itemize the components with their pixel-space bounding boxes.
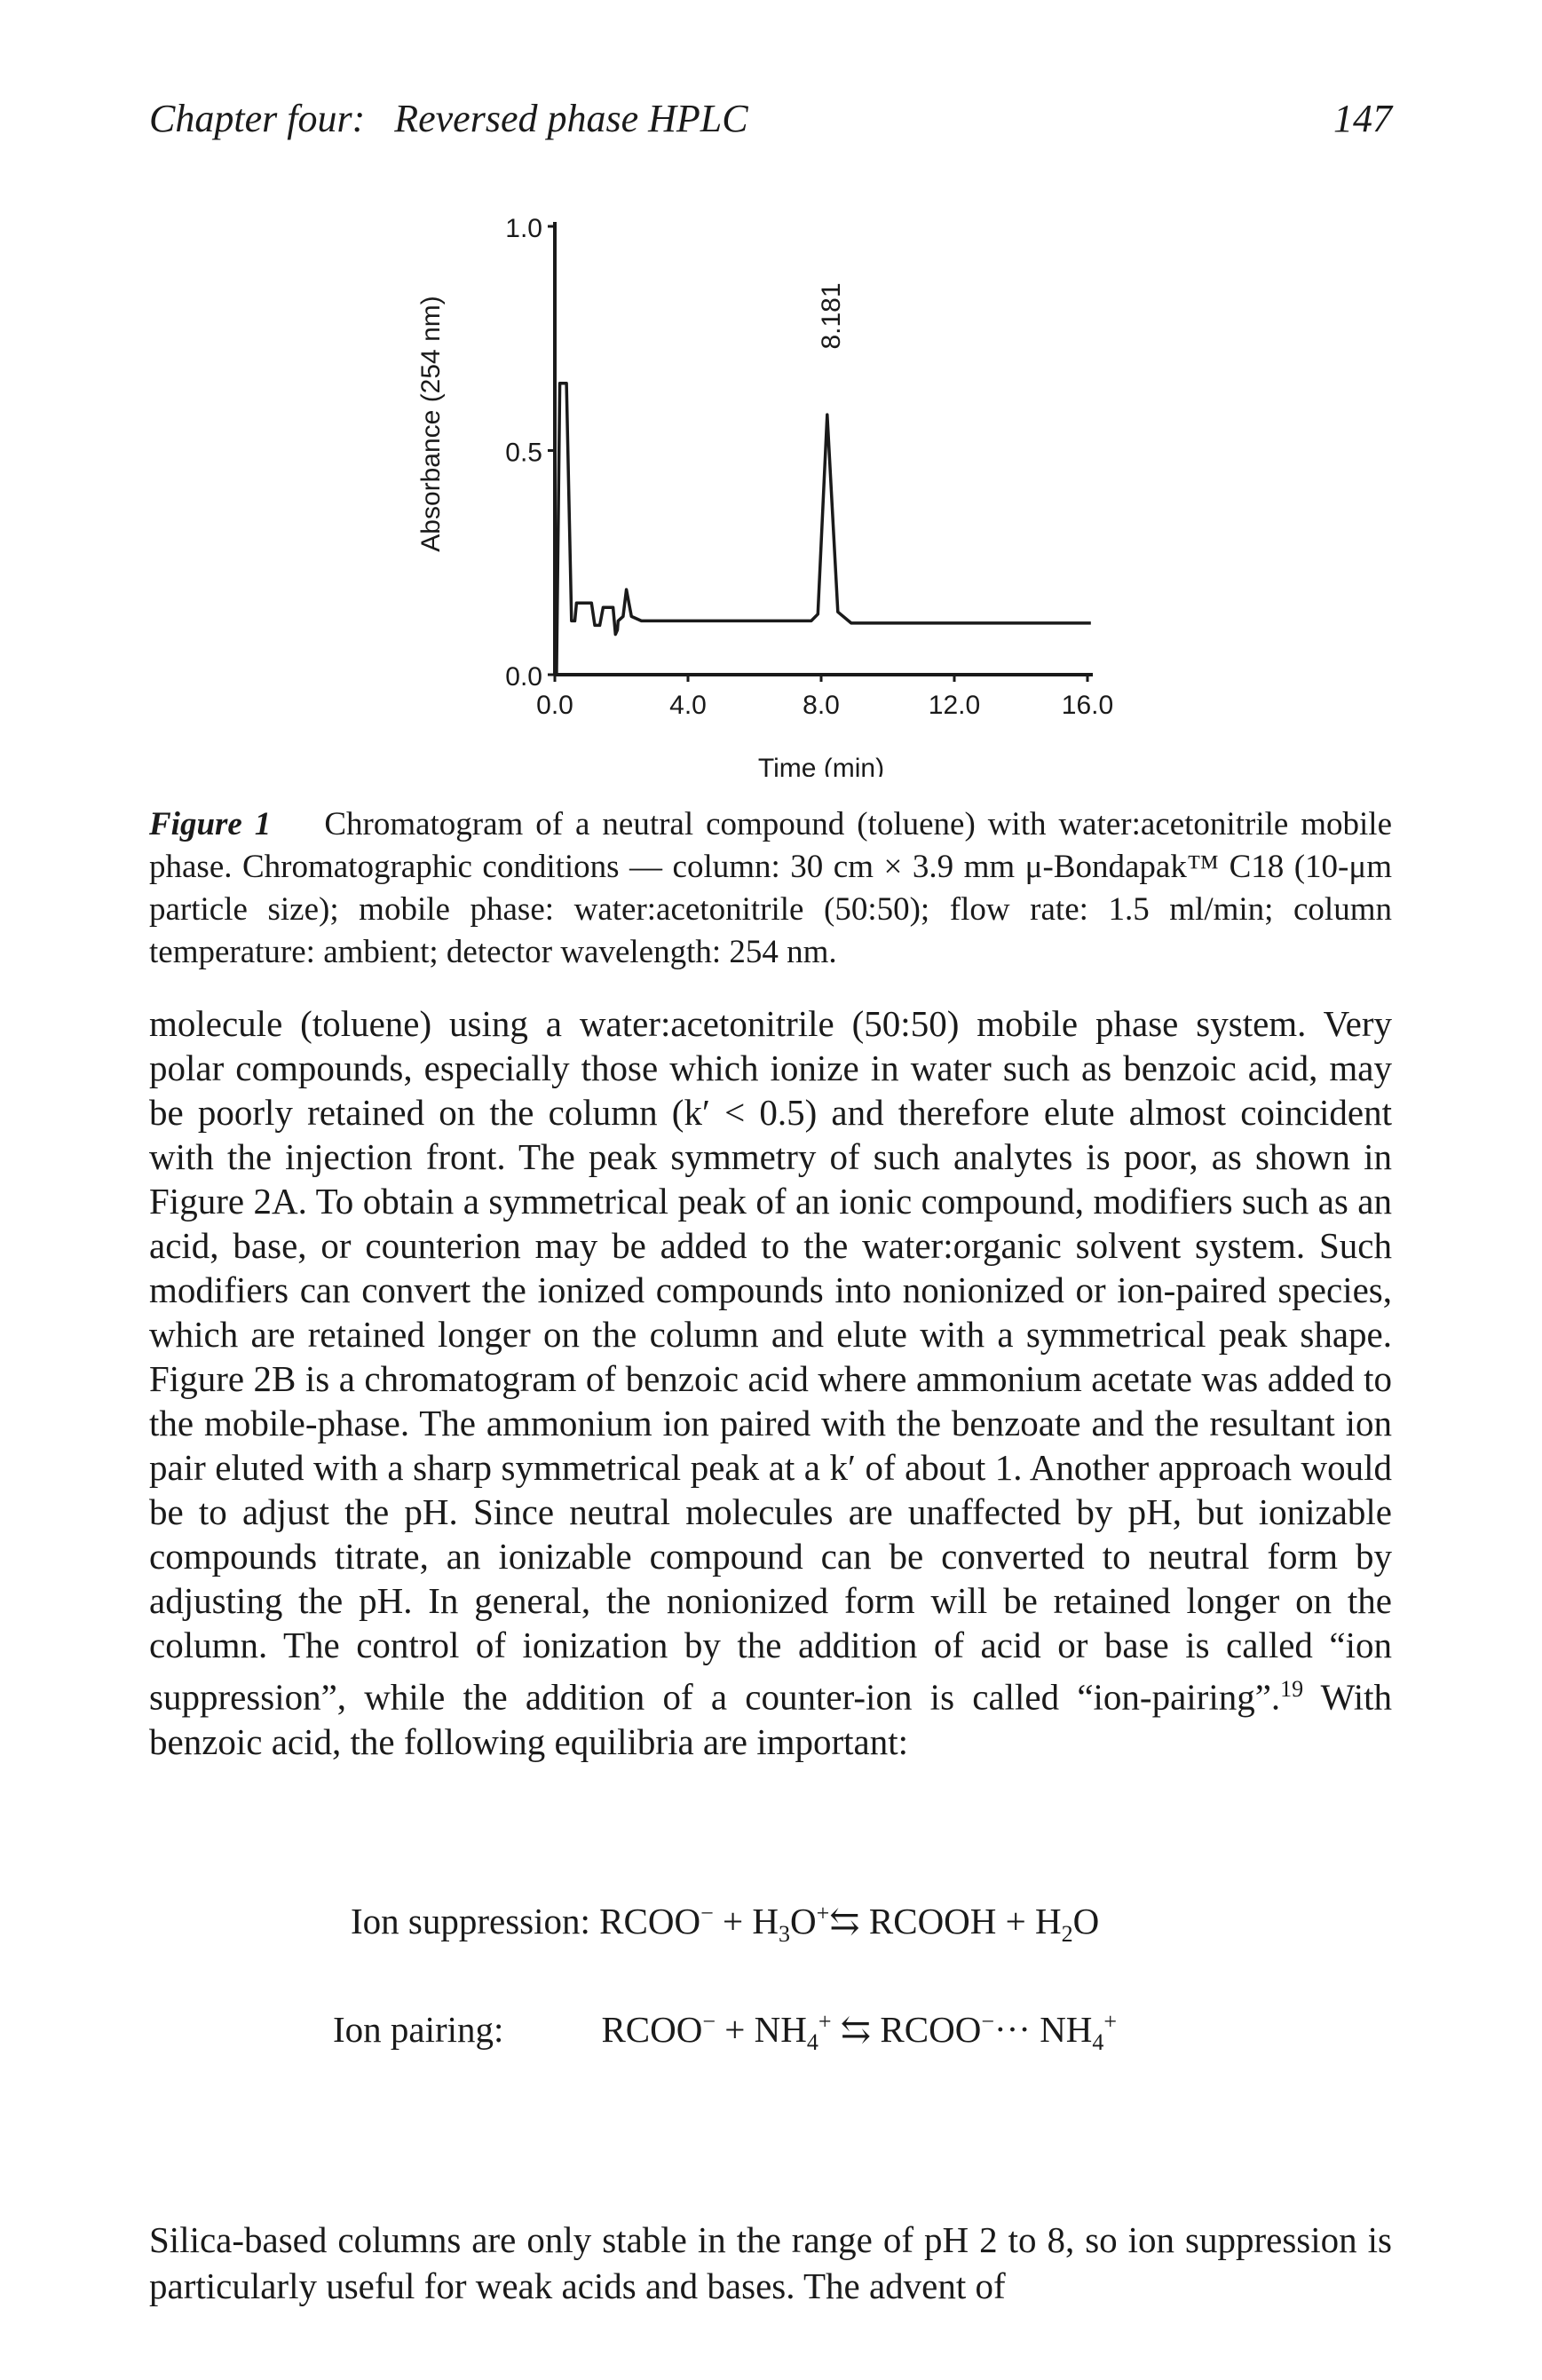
closing-paragraph: Silica-based columns are only stable in … <box>149 2219 1392 2306</box>
y-axis-title: Absorbance (254 nm) <box>416 296 446 552</box>
x-tick-label: 12.0 <box>929 691 980 720</box>
equation-label-pairing: Ion pairing: <box>333 2009 504 2050</box>
x-tick-label: 8.0 <box>803 691 840 720</box>
figure-caption-text: Chromatogram of a neutral compound (tolu… <box>149 806 1393 970</box>
equation-label-suppression: Ion suppression: <box>351 1901 590 1941</box>
equation-ion-suppression: Ion suppression: RCOO− + H3O+⇆ RCOOH + H… <box>351 1900 1100 1948</box>
equation-ion-pairing: Ion pairing:RCOO− + NH4+ ⇆ RCOO−··· NH4+ <box>333 2008 1118 2056</box>
x-axis-title: Time (min) <box>758 754 884 777</box>
x-tick-label: 0.0 <box>536 691 573 720</box>
chapter-title: Chapter four: Reversed phase HPLC <box>149 97 748 140</box>
page-number: 147 <box>1333 97 1392 140</box>
reference-superscript: 19 <box>1280 1676 1304 1702</box>
y-tick-label: 0.0 <box>505 662 542 692</box>
body-paragraph: molecule (toluene) using a water:acetoni… <box>149 1001 1392 1764</box>
y-tick-label: 0.5 <box>505 439 542 468</box>
x-tick-label: 4.0 <box>669 691 707 720</box>
body-paragraph-text: molecule (toluene) using a water:acetoni… <box>149 1003 1392 1718</box>
running-head: Chapter four: Reversed phase HPLC 147 <box>149 96 1392 149</box>
body-paragraph-tail: With benzoic acid, the following equilib… <box>149 1676 1392 1762</box>
figure-label: Figure 1 <box>149 806 272 842</box>
x-tick-label: 16.0 <box>1062 691 1113 720</box>
y-tick-label: 1.0 <box>505 214 542 243</box>
chromatogram-trace <box>555 382 1091 676</box>
peak-retention-label: 8.181 <box>817 282 846 349</box>
